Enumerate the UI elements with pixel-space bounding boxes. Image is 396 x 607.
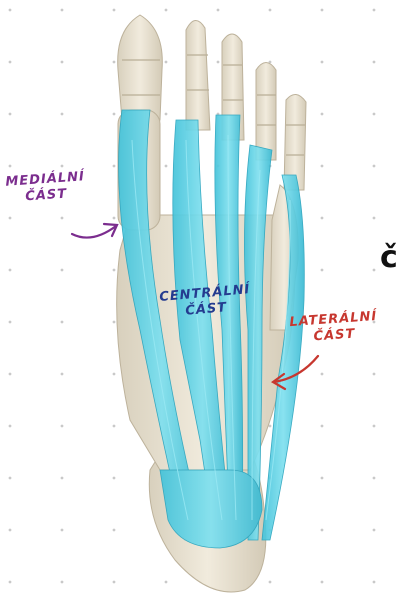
grid-dot: [321, 477, 324, 480]
grid-dot: [61, 581, 64, 584]
grid-dot: [373, 425, 376, 428]
grid-dot: [61, 321, 64, 324]
grid-dot: [165, 113, 168, 116]
grid-dot: [61, 425, 64, 428]
grid-dot: [321, 9, 324, 12]
grid-dot: [321, 165, 324, 168]
medial-arrow: [72, 226, 116, 238]
grid-dot: [269, 425, 272, 428]
grid-dot: [113, 113, 116, 116]
grid-dot: [113, 321, 116, 324]
grid-dot: [165, 61, 168, 64]
grid-dot: [61, 217, 64, 220]
grid-dot: [321, 581, 324, 584]
grid-dot: [217, 61, 220, 64]
grid-dot: [373, 217, 376, 220]
grid-dot: [61, 529, 64, 532]
grid-dot: [113, 373, 116, 376]
grid-dot: [321, 529, 324, 532]
grid-dot: [113, 477, 116, 480]
grid-dot: [321, 61, 324, 64]
grid-dot: [113, 581, 116, 584]
grid-dot: [9, 373, 12, 376]
grid-dot: [269, 9, 272, 12]
grid-dot: [61, 477, 64, 480]
medial-part-label: Mediální část: [5, 169, 87, 207]
grid-dot: [61, 269, 64, 272]
grid-dot: [321, 373, 324, 376]
grid-dot: [217, 9, 220, 12]
grid-dot: [321, 425, 324, 428]
grid-dot: [373, 165, 376, 168]
grid-dot: [113, 269, 116, 272]
grid-dot: [9, 61, 12, 64]
grid-dot: [9, 165, 12, 168]
grid-dot: [165, 581, 168, 584]
grid-dot: [9, 321, 12, 324]
grid-dot: [61, 373, 64, 376]
grid-dot: [269, 581, 272, 584]
grid-dot: [321, 217, 324, 220]
grid-dot: [373, 9, 376, 12]
grid-dot: [9, 9, 12, 12]
second-toe: [186, 20, 210, 130]
grid-dot: [113, 217, 116, 220]
grid-dot: [373, 477, 376, 480]
grid-dot: [9, 113, 12, 116]
cut-off-edge-letter: č: [380, 240, 396, 275]
grid-dot: [61, 165, 64, 168]
big-toe-phalanx: [118, 15, 163, 120]
lateral-part-label: Laterální část: [289, 309, 379, 348]
grid-dot: [9, 581, 12, 584]
grid-dot: [9, 269, 12, 272]
grid-dot: [165, 165, 168, 168]
grid-dot: [373, 373, 376, 376]
grid-dot: [373, 581, 376, 584]
grid-dot: [9, 217, 12, 220]
grid-dot: [373, 269, 376, 272]
grid-dot: [113, 529, 116, 532]
fourth-toe: [256, 63, 276, 161]
grid-dot: [9, 477, 12, 480]
grid-dot: [113, 425, 116, 428]
grid-dot: [113, 9, 116, 12]
grid-dot: [9, 425, 12, 428]
grid-dot: [165, 9, 168, 12]
grid-dot: [61, 61, 64, 64]
grid-dot: [373, 61, 376, 64]
grid-dot: [321, 113, 324, 116]
grid-dot: [373, 529, 376, 532]
grid-dot: [113, 61, 116, 64]
grid-dot: [113, 165, 116, 168]
grid-dot: [373, 113, 376, 116]
grid-dot: [61, 9, 64, 12]
grid-dot: [321, 269, 324, 272]
grid-dot: [61, 113, 64, 116]
grid-dot: [9, 529, 12, 532]
